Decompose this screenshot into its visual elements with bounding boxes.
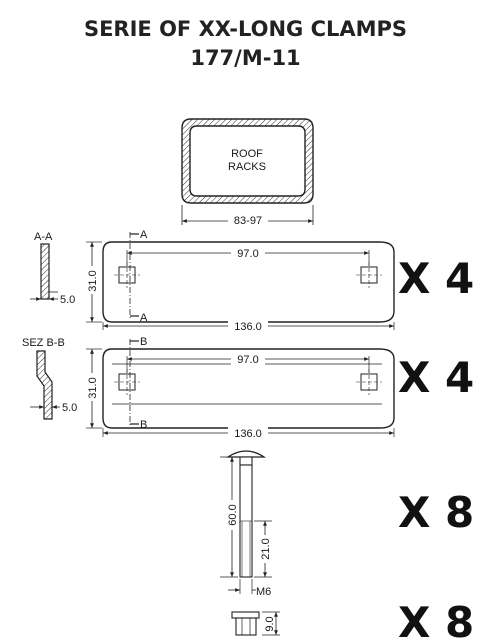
carriage-bolt: [220, 450, 272, 594]
flange-nut: [231, 611, 280, 636]
drawing-code: 177/M-11: [190, 46, 301, 70]
clamp-straight-marker-top: A: [140, 229, 148, 241]
clamp-straight-quantity: X 4: [398, 254, 474, 303]
profile-width-dim: 83-97: [234, 215, 262, 227]
nut-quantity: X 8: [398, 598, 474, 644]
clamp-straight-section: [30, 243, 58, 301]
roof-rack-profile: [181, 118, 314, 227]
profile-label-roof: ROOF: [231, 148, 263, 160]
clamp-straight-hole-spacing: 97.0: [237, 248, 258, 260]
clamp-straight-length: 136.0: [234, 321, 262, 333]
clamp-bent-section: [30, 350, 60, 420]
clamp-bent-marker-bottom: B: [140, 419, 147, 431]
clamp-bent-hole-spacing: 97.0: [237, 354, 258, 366]
clamp-straight-width: 31.0: [87, 270, 99, 291]
clamp-bent-quantity: X 4: [398, 353, 474, 402]
clamp-straight-section-label: A-A: [34, 231, 53, 243]
clamp-bent-marker-top: B: [140, 336, 147, 348]
drawing-title: SERIE OF XX-LONG CLAMPS: [83, 17, 408, 41]
clamp-bent-plan: [86, 339, 395, 440]
clamp-straight-thickness: 5.0: [60, 294, 75, 306]
clamp-bent-length: 136.0: [234, 428, 262, 440]
clamp-bent-width: 31.0: [87, 377, 99, 398]
bolt-thread-size: M6: [256, 586, 271, 598]
clamp-straight-marker-bottom: A: [140, 312, 148, 324]
profile-label-racks: RACKS: [228, 161, 266, 173]
clamp-bent-thickness: 5.0: [62, 402, 77, 414]
nut-height: 9.0: [264, 616, 276, 631]
bolt-quantity: X 8: [398, 488, 474, 537]
clamp-bent-section-label: SEZ B-B: [22, 337, 65, 349]
bolt-thread-length: 21.0: [260, 538, 272, 559]
clamp-straight-plan: [86, 232, 395, 333]
bolt-length: 60.0: [227, 504, 239, 525]
